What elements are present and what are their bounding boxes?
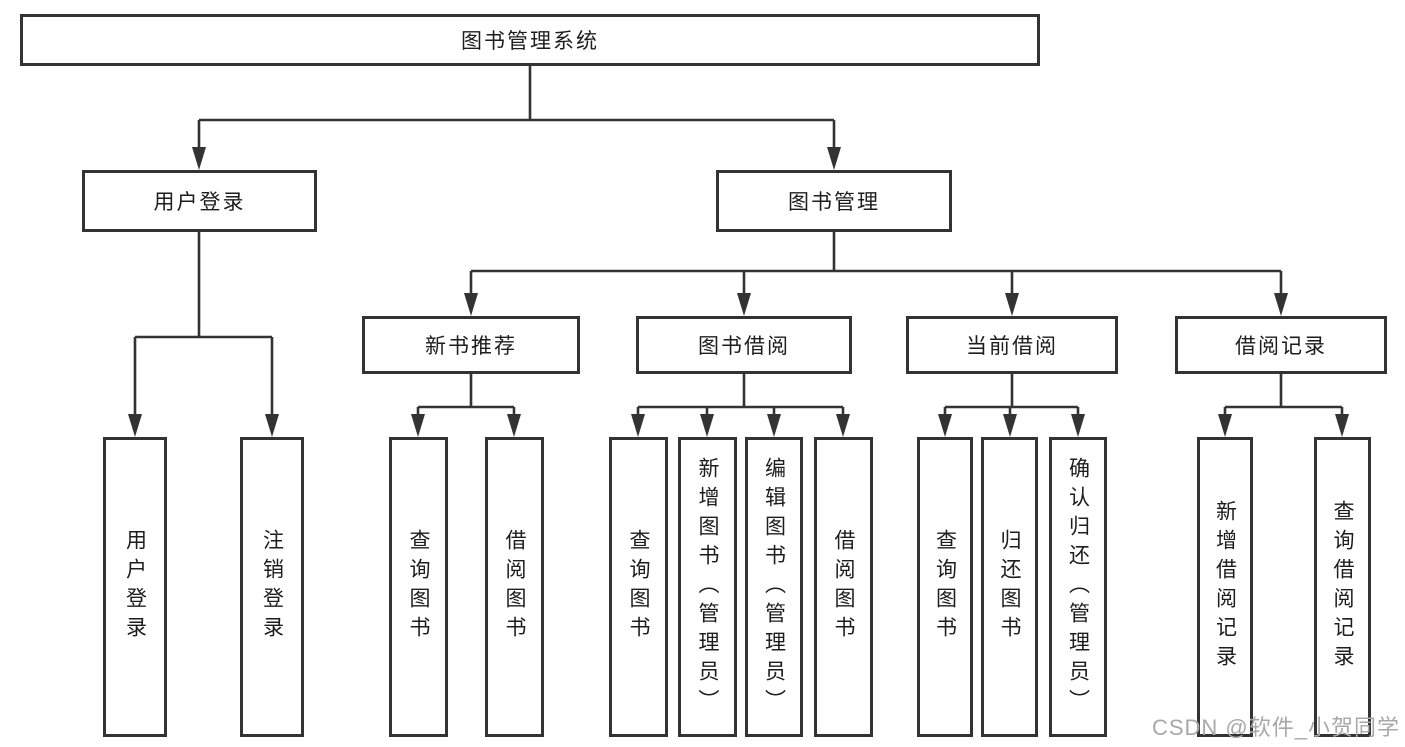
node-book-management: 图书管理 <box>716 170 952 232</box>
leaf-borrow-books-rec: 借阅图书 <box>485 437 544 737</box>
arrowhead <box>192 147 206 170</box>
leaf-add-borrow-record: 新增借阅记录 <box>1197 437 1253 737</box>
node-label: 用户登录 <box>153 191 246 214</box>
node-label: 新增图书（管理员） <box>696 456 719 718</box>
node-label: 查询借阅记录 <box>1331 500 1354 674</box>
connector-borrow-records-children <box>1218 374 1349 437</box>
arrowhead <box>507 414 521 437</box>
node-label: 查询图书 <box>407 529 430 645</box>
arrowhead <box>737 293 751 316</box>
leaf-return-books: 归还图书 <box>981 437 1038 737</box>
arrowhead <box>411 414 425 437</box>
line <box>197 66 836 150</box>
leaf-query-books: 查询图书 <box>609 437 668 737</box>
node-root-library-system: 图书管理系统 <box>20 14 1040 66</box>
leaf-query-books-rec: 查询图书 <box>389 437 448 737</box>
node-new-book-recommend: 新书推荐 <box>362 316 580 374</box>
leaf-logout: 注销登录 <box>240 437 304 737</box>
arrowhead <box>1335 414 1349 437</box>
node-label: 新书推荐 <box>425 335 517 358</box>
node-label: 用户登录 <box>123 529 147 645</box>
node-current-borrow: 当前借阅 <box>906 316 1118 374</box>
node-label: 确认归还（管理员） <box>1066 456 1090 718</box>
arrowhead <box>1274 293 1288 316</box>
connector-current-borrow-children <box>938 374 1085 437</box>
arrowhead <box>631 414 645 437</box>
node-label: 图书管理系统 <box>461 30 599 53</box>
node-label: 查询图书 <box>627 529 650 645</box>
node-label: 当前借阅 <box>966 335 1058 358</box>
arrowhead <box>836 414 850 437</box>
arrowhead <box>265 414 279 437</box>
line <box>636 374 845 417</box>
node-label: 注销登录 <box>260 529 284 645</box>
line <box>469 232 1283 296</box>
arrowhead <box>827 147 841 170</box>
arrowhead <box>700 414 714 437</box>
line <box>416 374 516 417</box>
connector-book-mgmt-children <box>464 232 1288 316</box>
leaf-confirm-return-admin: 确认归还（管理员） <box>1049 437 1107 737</box>
arrowhead <box>1005 293 1019 316</box>
line <box>943 374 1080 417</box>
leaf-edit-books-admin: 编辑图书（管理员） <box>745 437 803 737</box>
node-label: 图书借阅 <box>698 335 790 358</box>
node-label: 新增借阅记录 <box>1213 500 1237 674</box>
connector-user-login-children <box>128 232 279 437</box>
line <box>133 232 274 417</box>
leaf-user-login: 用户登录 <box>103 437 167 737</box>
arrowhead <box>1218 414 1232 437</box>
connector-root-to-level2 <box>192 66 841 170</box>
arrowhead <box>1071 414 1085 437</box>
node-label: 借阅记录 <box>1235 335 1327 358</box>
arrowhead <box>767 414 781 437</box>
node-label: 归还图书 <box>998 529 1021 645</box>
arrowhead <box>1003 414 1017 437</box>
node-label: 编辑图书（管理员） <box>762 456 786 718</box>
arrowhead <box>938 414 952 437</box>
node-borrow-records: 借阅记录 <box>1175 316 1387 374</box>
node-book-borrow: 图书借阅 <box>636 316 852 374</box>
leaf-query-books-current: 查询图书 <box>917 437 973 737</box>
node-label: 图书管理 <box>788 191 880 214</box>
leaf-borrow-books: 借阅图书 <box>814 437 873 737</box>
node-label: 查询图书 <box>933 529 957 645</box>
node-user-login: 用户登录 <box>82 170 317 232</box>
leaf-query-borrow-record: 查询借阅记录 <box>1314 437 1371 737</box>
node-label: 借阅图书 <box>832 529 855 645</box>
watermark: CSDN @软件_小贺同学 <box>1151 715 1400 740</box>
node-label: 借阅图书 <box>503 529 526 645</box>
line <box>1223 374 1344 417</box>
connector-book-borrow-children <box>631 374 850 437</box>
arrowhead <box>464 293 478 316</box>
leaf-add-books-admin: 新增图书（管理员） <box>678 437 737 737</box>
arrowhead <box>128 414 142 437</box>
connector-new-book-rec-children <box>411 374 521 437</box>
